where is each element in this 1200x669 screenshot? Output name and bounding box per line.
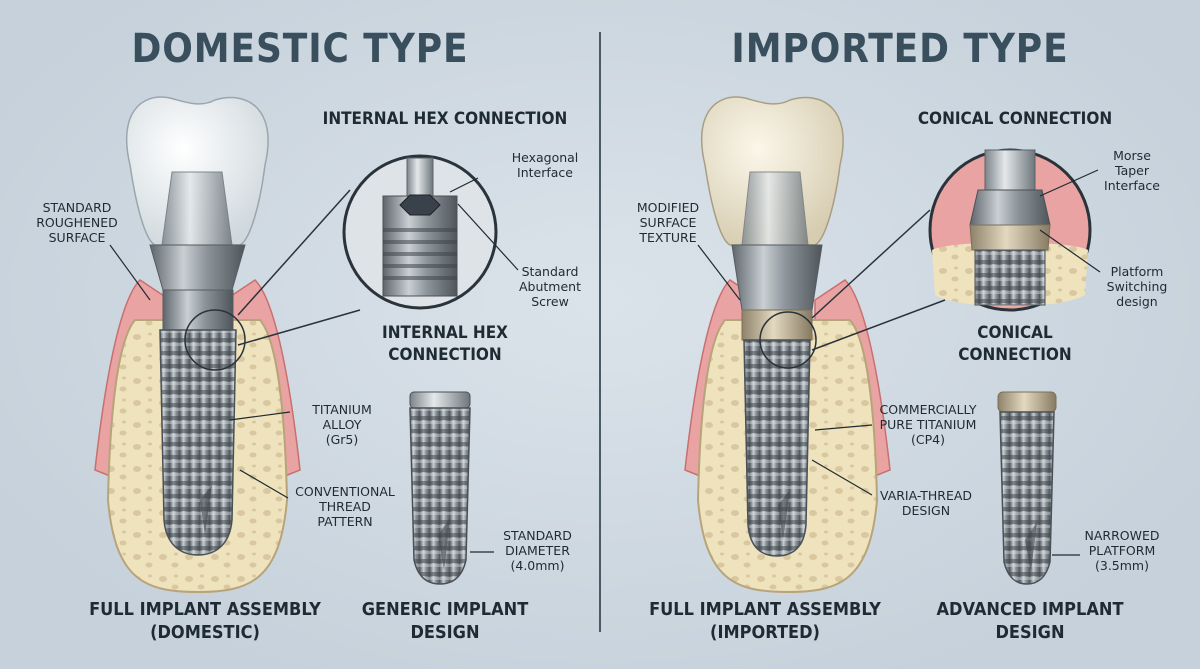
imported-material-callout: COMMERCIALLY PURE TITANIUM (CP4): [879, 402, 977, 447]
domestic-detail-subheading: INTERNAL HEX CONNECTION: [382, 323, 508, 365]
domestic-screw-callout: Standard Abutment Screw: [519, 264, 581, 309]
imported-detail-subheading: CONICAL CONNECTION: [958, 323, 1072, 365]
domestic-leader-lines: [109, 177, 519, 553]
center-divider: [599, 32, 601, 632]
imported-thread-callout: VARIA-THREAD DESIGN: [879, 488, 973, 518]
domestic-thread-callout: CONVENTIONAL THREAD PATTERN: [295, 484, 395, 529]
imported-title: IMPORTED TYPE: [731, 26, 1069, 72]
imported-platform-callout: NARROWED PLATFORM (3.5mm): [1084, 528, 1160, 573]
domestic-implant: [409, 391, 471, 585]
domestic-design-caption: GENERIC IMPLANT DESIGN: [361, 599, 529, 643]
domestic-title: DOMESTIC TYPE: [131, 26, 469, 72]
imported-conical-detail: [928, 148, 1092, 312]
imported-surface-callout: MODIFIED SURFACE TEXTURE: [636, 200, 700, 245]
imported-assembly-caption: FULL IMPLANT ASSEMBLY (IMPORTED): [649, 599, 881, 643]
domestic-assembly: [94, 96, 301, 594]
imported-platform-switching-callout: Platform Switching design: [1106, 264, 1168, 309]
imported-interface-callout: Morse Taper Interface: [1104, 148, 1160, 193]
domestic-assembly-caption: FULL IMPLANT ASSEMBLY (DOMESTIC): [89, 599, 321, 643]
domestic-detail-heading: INTERNAL HEX CONNECTION: [322, 109, 568, 129]
imported-leader-lines: [697, 169, 1101, 556]
imported-implant: [997, 391, 1057, 585]
domestic-surface-callout: STANDARD ROUGHENED SURFACE: [36, 200, 118, 245]
domestic-hex-detail: [342, 154, 498, 310]
domestic-diameter-callout: STANDARD DIAMETER (4.0mm): [503, 528, 572, 573]
imported-design-caption: ADVANCED IMPLANT DESIGN: [936, 599, 1124, 643]
domestic-interface-callout: Hexagonal Interface: [511, 150, 579, 180]
imported-detail-heading: CONICAL CONNECTION: [917, 109, 1113, 129]
imported-assembly: [684, 96, 891, 594]
domestic-material-callout: TITANIUM ALLOY (Gr5): [312, 402, 372, 447]
